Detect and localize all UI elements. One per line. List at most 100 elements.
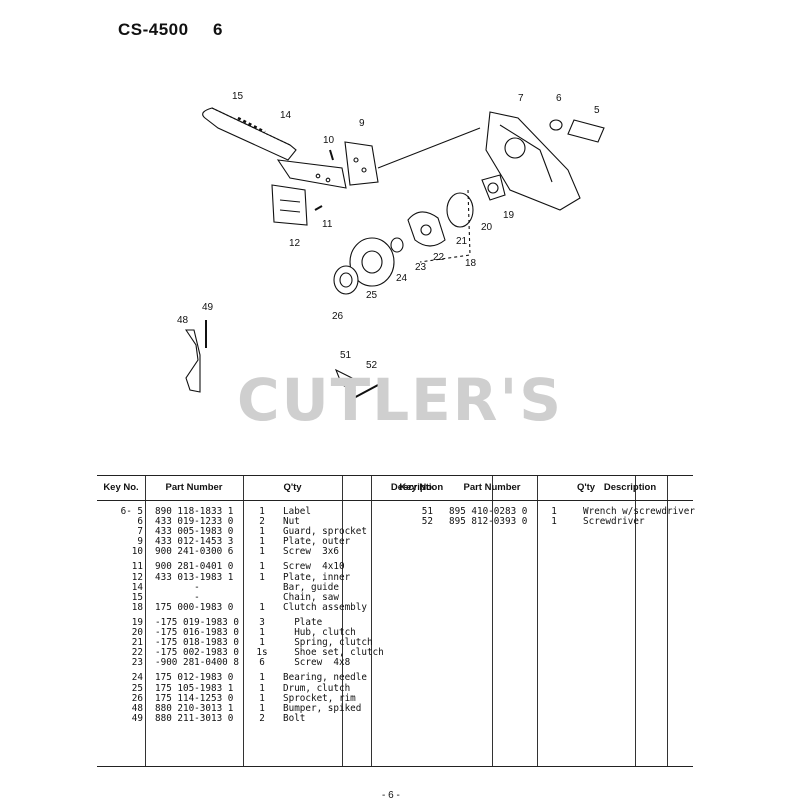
callout-5: 5 [594, 105, 600, 116]
callout-9: 9 [359, 118, 365, 129]
header-qty-right: Q'ty [576, 482, 596, 493]
description-cell: Screw 3x6 [283, 546, 339, 558]
key-cell: 6 [137, 516, 143, 528]
screwdriver-shape [349, 384, 379, 401]
callout-15: 15 [232, 91, 244, 102]
page-number: 6 [213, 20, 223, 39]
callout-52: 52 [366, 360, 378, 371]
description-cell: Chain, saw [283, 591, 339, 603]
part-number-cell: -175 002-1983 0 [155, 647, 239, 659]
part-number-cell: -900 281-0400 8 [155, 657, 239, 669]
parts-table: Key No. Part Number Q'ty Description Key… [97, 475, 695, 767]
watermark-logo: CUTLER'S [237, 366, 563, 434]
description-cell: Hub, clutch [283, 627, 356, 639]
qty-cell: 1 [259, 536, 265, 548]
key-cell: 6- 5 [120, 506, 143, 517]
part-number-cell: 900 241-0300 6 [155, 546, 234, 558]
key-cell: 23 [131, 657, 143, 669]
callout-11: 11 [322, 219, 333, 230]
callout-25: 25 [366, 290, 378, 301]
part-number-cell: 433 013-1983 1 [155, 571, 234, 583]
qty-cell: 1 [259, 637, 265, 649]
outer-plate-shape [344, 141, 379, 186]
description-cell: Spring, clutch [283, 637, 373, 649]
key-cell: 49 [131, 712, 143, 724]
key-cell: 22 [131, 647, 143, 659]
part-number-cell: -175 018-1983 0 [155, 637, 239, 649]
qty-cell: 1 [259, 692, 265, 704]
qty-cell [255, 583, 269, 593]
part-number-cell: 175 114-1253 0 [155, 692, 234, 704]
part-number-cell: 880 210-3013 1 [155, 702, 234, 714]
qty-cell: 1 [259, 526, 265, 538]
part-number-cell: 900 281-0401 0 [155, 561, 234, 573]
callout-26: 26 [332, 311, 344, 322]
description-cell: Bumper, spiked [283, 702, 362, 714]
callout-12: 12 [289, 238, 301, 249]
description-cell: Shoe set, clutch [283, 647, 384, 659]
page-footer: - 6 - [382, 790, 400, 801]
part-number-cell: - [155, 591, 200, 603]
column-divider [667, 476, 668, 766]
description-cell: Clutch assembly [283, 601, 367, 613]
key-cell: 14 [131, 581, 143, 593]
column-divider [492, 476, 493, 766]
header-description-right: Description [603, 482, 657, 493]
column-divider [342, 476, 343, 766]
page-header: CS-4500 6 [118, 20, 222, 40]
description-cell: Screw 4x8 [283, 657, 351, 669]
key-cell: 15 [131, 591, 143, 603]
part-number-cell: 895 410-0283 0 [449, 506, 528, 517]
header-key-no: Key No. [103, 482, 139, 493]
callout-6: 6 [556, 93, 562, 104]
inner-plate-shape [271, 184, 308, 226]
qty-cell: 2 [259, 712, 265, 724]
part-number-cell: 175 000-1983 0 [155, 601, 234, 613]
qty-cell: 1 [551, 506, 557, 517]
callout-21: 21 [456, 236, 468, 247]
qty-cell: 1 [259, 702, 265, 714]
header-part-number-right: Part Number [463, 482, 521, 493]
callout-10: 10 [323, 135, 335, 146]
part-number-cell: 433 012-1453 3 [155, 536, 234, 548]
column-divider [537, 476, 538, 766]
callout-22: 22 [433, 252, 445, 263]
header-description: Description [390, 482, 444, 493]
callout-24: 24 [396, 273, 408, 284]
table-header: Key No. Part Number Q'ty Description Key… [97, 476, 693, 501]
description-cell: Guard, sprocket [283, 526, 367, 538]
callout-49: 49 [202, 302, 214, 313]
key-cell: 10 [131, 546, 143, 558]
description-cell: Screw 4x10 [283, 561, 345, 573]
description-cell: Wrench w/screwdriver [583, 506, 695, 517]
description-cell: Screwdriver [583, 516, 645, 528]
description-cell: Sprocket, rim [283, 692, 356, 704]
callout-14: 14 [280, 110, 292, 121]
key-cell: 11 [131, 561, 143, 573]
qty-cell: 1 [551, 516, 557, 528]
key-cell: 7 [137, 526, 143, 538]
key-cell: 21 [131, 637, 143, 649]
description-cell: Label [283, 506, 311, 517]
key-cell: 24 [131, 672, 143, 684]
key-cell: 51 [421, 506, 433, 517]
part-number-cell: 433 005-1983 0 [155, 526, 234, 538]
column-divider [371, 476, 372, 766]
callout-18: 18 [465, 258, 477, 269]
wrench-shape [334, 368, 356, 391]
callout-20: 20 [481, 222, 493, 233]
header-qty: Q'ty [283, 482, 302, 493]
clutch-spring-ring [446, 192, 474, 228]
key-cell: 48 [131, 702, 143, 714]
qty-cell: 1 [259, 682, 265, 694]
clutch-hub-shape [481, 174, 506, 201]
key-cell: 19 [131, 616, 143, 628]
qty-cell: 6 [259, 657, 265, 669]
part-number-cell: 895 812-0393 0 [449, 516, 528, 528]
key-cell: 52 [421, 516, 433, 528]
